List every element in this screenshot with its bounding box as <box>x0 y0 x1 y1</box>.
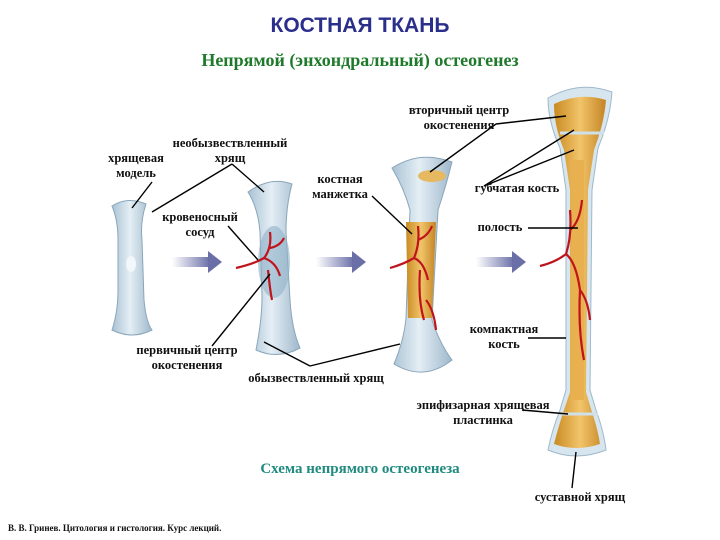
label-articular-cartilage: суставной хрящ <box>534 490 626 504</box>
stage1-cartilage-model <box>111 200 153 336</box>
label-secondary-center: вторичный центр окостенения <box>408 103 510 132</box>
leader-lines <box>131 115 578 489</box>
figure-caption: Схема непрямого остеогенеза <box>260 461 460 477</box>
stage-arrow-1 <box>172 251 222 273</box>
label-bone-collar: костная манжетка <box>312 172 368 201</box>
label-blood-vessel: кровеносный сосуд <box>162 210 238 239</box>
source-credit: В. В. Гринев. Цитология и гистология. Ку… <box>8 523 222 533</box>
stage-arrow-3 <box>476 251 526 273</box>
label-calcified-cartilage: обызвествленный хрящ <box>248 371 384 385</box>
label-compact-bone: компактная кость <box>469 322 539 351</box>
page-subtitle: Непрямой (энхондральный) остеогенез <box>201 50 519 70</box>
stage2-primary-center <box>235 180 301 355</box>
label-primary-center: первичный центр окостенения <box>136 343 238 372</box>
label-cartilage-model: хрящевая модель <box>108 151 164 180</box>
page-title: КОСТНАЯ ТКАНЬ <box>270 14 450 37</box>
label-epiphyseal-plate: эпифизарная хрящевая пластинка <box>416 398 550 427</box>
stage3-bone-collar <box>389 156 453 373</box>
label-uncalcified-cartilage: необызвествленный хрящ <box>172 136 288 165</box>
stage-arrow-2 <box>316 251 366 273</box>
label-cavity: полость <box>477 220 523 234</box>
label-spongy-bone: губчатая кость <box>474 181 560 195</box>
stage4-mature-bone <box>539 86 613 457</box>
